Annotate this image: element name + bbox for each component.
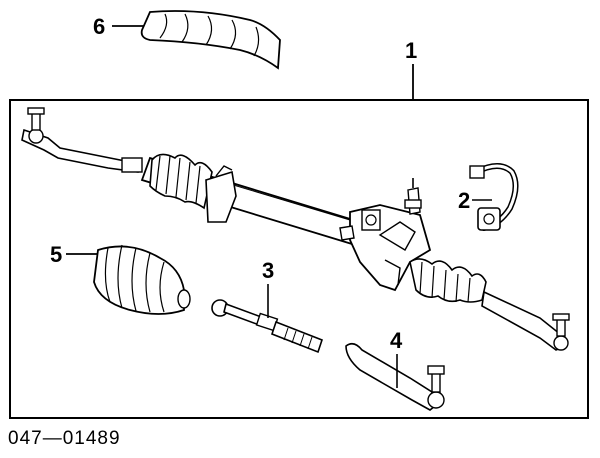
assembly-frame [9,99,589,419]
left-rack-boot [149,153,213,210]
callout-5: 5 [50,242,98,267]
callout-1-label: 1 [405,38,417,63]
callout-1: 1 [405,38,417,100]
part-2-pressure-hose [469,163,519,231]
callout-2-label: 2 [458,188,470,213]
part-6-cover [140,10,281,70]
figure-code: 047—01489 [8,428,121,449]
callout-5-label: 5 [50,242,62,267]
right-tie-rod-end [481,290,570,351]
callout-6: 6 [93,14,144,39]
part-3-inner-tie-rod [211,299,323,354]
right-rack-boot [409,258,487,303]
callout-4-label: 4 [390,328,403,353]
part-4-tie-rod-end [345,342,445,411]
callout-4: 4 [390,328,403,388]
rack-housing [140,153,487,303]
part-5-rack-boot [93,244,191,315]
callout-3: 3 [262,258,274,318]
callout-3-label: 3 [262,258,274,283]
callout-6-label: 6 [93,14,105,39]
left-tie-rod-end [21,107,143,173]
callout-2: 2 [458,188,492,213]
pinion-gear-housing [339,178,432,292]
